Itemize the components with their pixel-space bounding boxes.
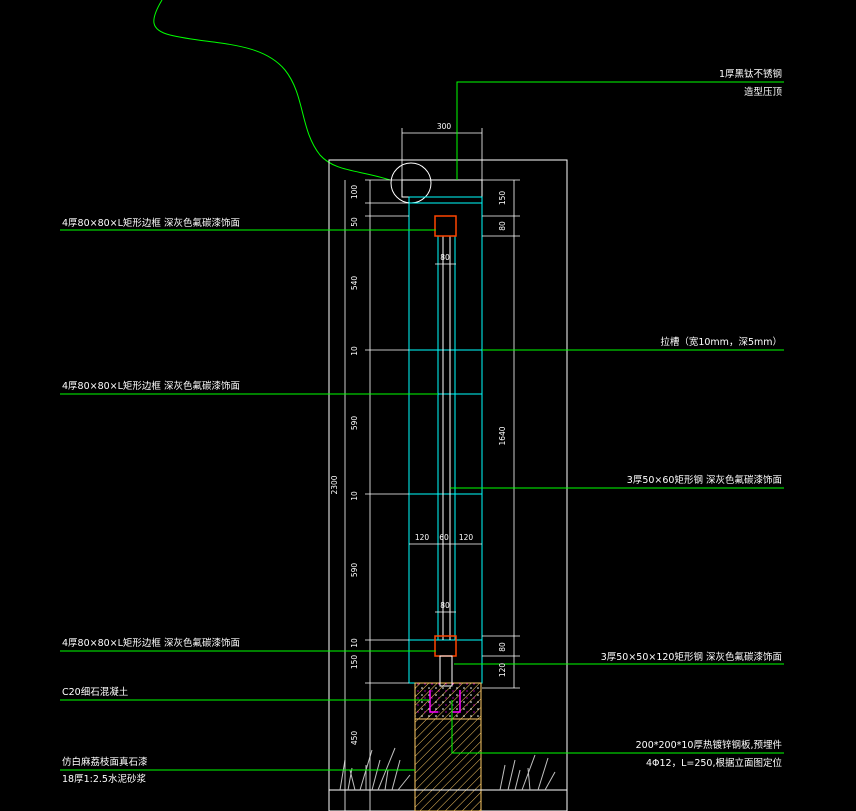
dim-left-590a: 590	[350, 416, 359, 431]
panel-outline	[328, 159, 568, 811]
dim-left-10b: 10	[350, 491, 359, 501]
label-groove: 拉槽（宽10mm，深5mm）	[660, 336, 782, 348]
grass-left	[339, 747, 411, 791]
label-stone-2: 18厚1:2.5水泥砂浆	[62, 773, 146, 785]
dim-right-1640: 1640	[498, 426, 507, 445]
inner-width-dims	[409, 263, 482, 613]
revision-leader	[153, 0, 391, 181]
dim-left-450: 450	[350, 731, 359, 746]
leader-lines	[60, 81, 784, 771]
label-frame-mid: 4厚80×80×L矩形边框 深灰色氟碳漆饰面	[62, 380, 240, 392]
label-stone-1: 仿白麻荔枝面真石漆	[62, 756, 148, 768]
label-frame-bottom: 4厚80×80×L矩形边框 深灰色氟碳漆饰面	[62, 637, 240, 649]
dim-left-540: 540	[350, 276, 359, 291]
label-rect-steel-60: 3厚50×60矩形钢 深灰色氟碳漆饰面	[627, 474, 782, 486]
dim-left-150: 150	[350, 655, 359, 670]
dim-w60: 60	[439, 533, 449, 542]
concrete-block	[414, 682, 482, 720]
dim-w120-left: 120	[415, 533, 430, 542]
top-cap	[401, 179, 483, 198]
dim-right-80a: 80	[498, 221, 507, 231]
label-rect-steel-120: 3厚50×50×120矩形钢 深灰色氟碳漆饰面	[601, 651, 782, 663]
anchor-bars	[429, 690, 461, 713]
label-top-cap-2: 造型压顶	[744, 86, 783, 98]
dim-right-120: 120	[498, 663, 507, 678]
label-plate-2: 4Φ12，L=250,根据立面图定位	[646, 757, 783, 769]
top-dimension	[401, 128, 483, 180]
dim-w80-bottom: 80	[440, 601, 450, 610]
label-concrete: C20细石混凝土	[62, 686, 129, 698]
dim-left-100: 100	[350, 185, 359, 200]
dim-left-10c: 10	[350, 638, 359, 648]
label-top-cap-1: 1厚黑钛不锈钢	[719, 68, 782, 80]
embed-plate	[439, 655, 453, 687]
label-frame-top: 4厚80×80×L矩形边框 深灰色氟碳漆饰面	[62, 217, 240, 229]
dim-left-50: 50	[350, 217, 359, 227]
column-outline	[408, 202, 483, 684]
dim-top-width: 300	[437, 122, 452, 131]
dim-right-150: 150	[498, 191, 507, 206]
dim-overall: 2300	[330, 475, 339, 494]
dim-w120-right: 120	[459, 533, 474, 542]
dim-left-590b: 590	[350, 563, 359, 578]
steel-box-top	[434, 215, 457, 237]
grass-right	[499, 754, 556, 791]
label-plate-1: 200*200*10厚热镀锌钢板,预埋件	[636, 739, 783, 751]
dim-left-10a: 10	[350, 346, 359, 356]
dim-right-80b: 80	[498, 642, 507, 652]
dim-w80-top: 80	[440, 253, 450, 262]
right-dimension-chain	[482, 179, 520, 689]
top-cap-base	[408, 196, 483, 204]
